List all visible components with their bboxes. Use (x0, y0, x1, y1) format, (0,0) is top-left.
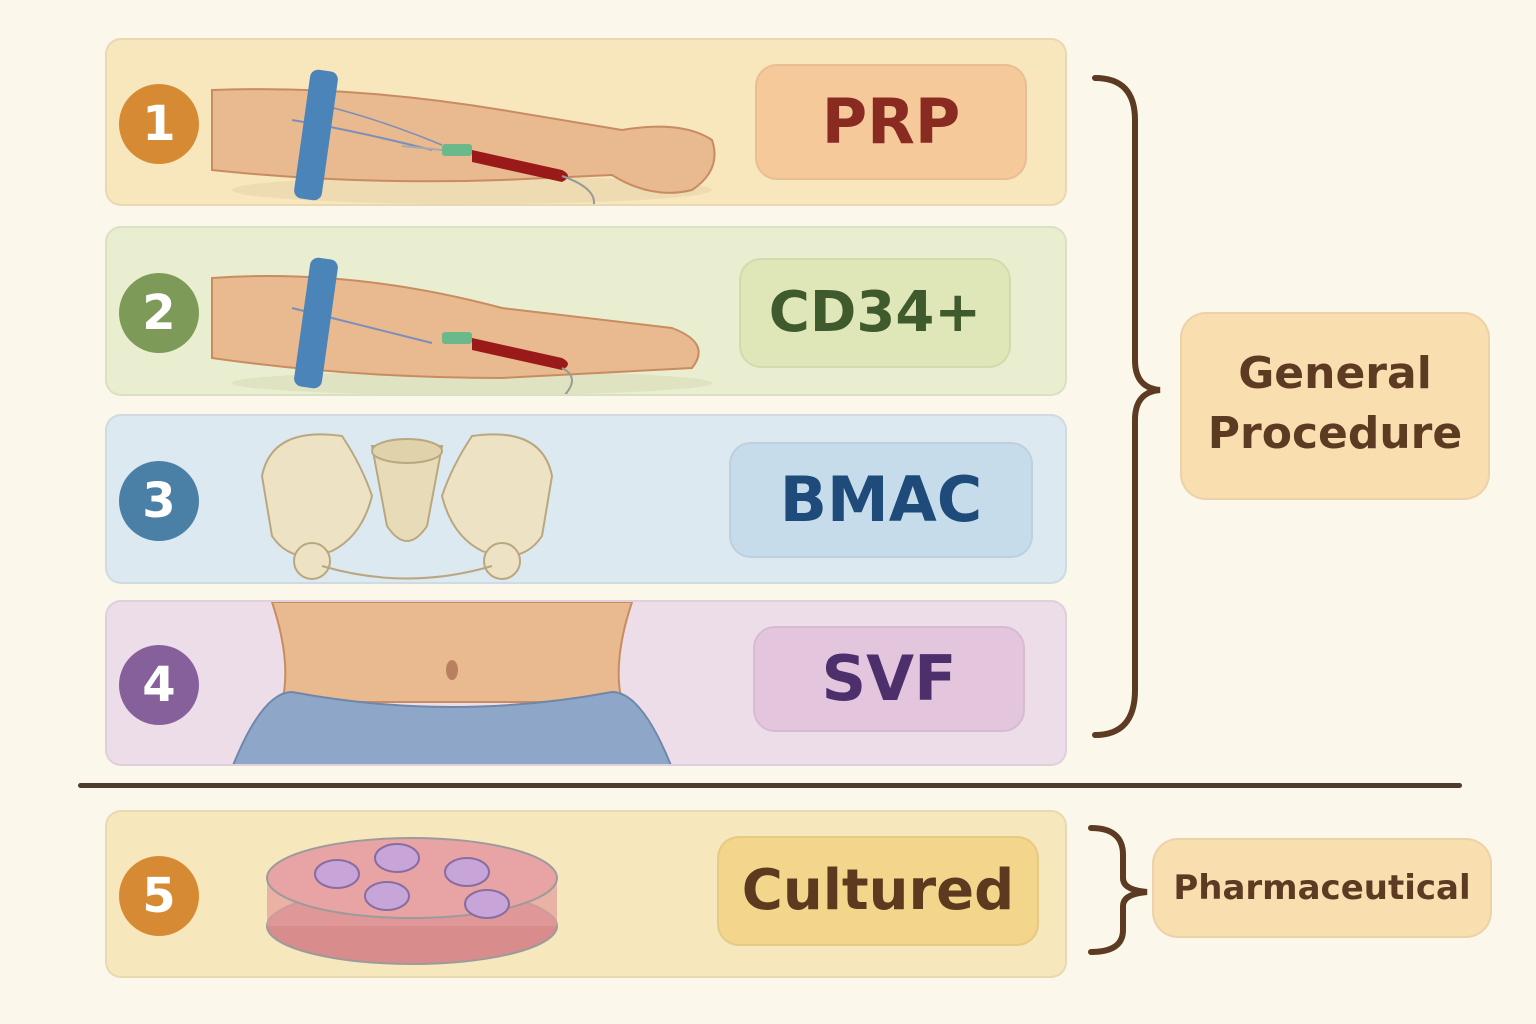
general-line-2: Procedure (1207, 408, 1463, 459)
step-badge-4: 4 (119, 645, 199, 725)
tag-cultured: Cultured (717, 836, 1039, 946)
row-bmac: 3 BMAC (105, 414, 1067, 584)
tag-prp: PRP (755, 64, 1027, 180)
bracket-pharmaceutical (1088, 825, 1148, 955)
pelvis-bone-icon (260, 433, 554, 580)
general-line-1: General (1238, 348, 1432, 399)
abdomen-icon (232, 602, 672, 764)
bracket-general (1092, 75, 1161, 738)
tag-svf: SVF (753, 626, 1025, 732)
row-cd34: 2 CD34+ (105, 226, 1067, 396)
row-cultured: 5 Cultured (105, 810, 1067, 978)
general-procedure-label: General Procedure (1180, 312, 1490, 500)
tag-bmac: BMAC (729, 442, 1033, 558)
arm-blood-draw-icon (211, 69, 716, 204)
step-badge-3: 3 (119, 461, 199, 541)
step-badge-2: 2 (119, 273, 199, 353)
row-svf: 4 SVF (105, 600, 1067, 766)
arm-blood-draw-icon (211, 257, 712, 394)
step-badge-1: 1 (119, 84, 199, 164)
petri-dish-icon (266, 837, 558, 965)
pharmaceutical-label: Pharmaceutical (1152, 838, 1492, 938)
tag-cd34: CD34+ (739, 258, 1011, 368)
row-prp: 1 PRP (105, 38, 1067, 206)
step-badge-5: 5 (119, 856, 199, 936)
section-divider (78, 783, 1462, 788)
